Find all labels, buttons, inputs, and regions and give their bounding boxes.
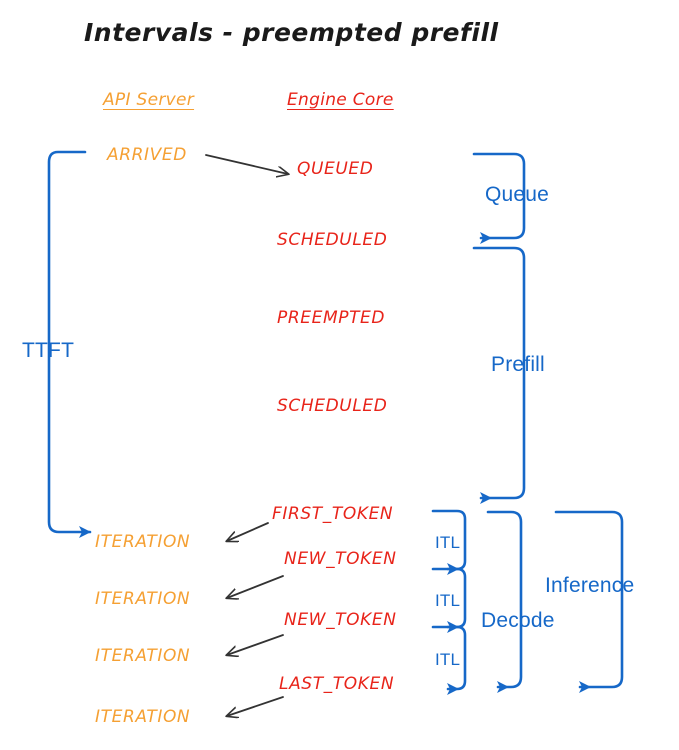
arrow-last-token-to-iteration	[227, 696, 284, 716]
column-header-api-server: API Server	[103, 90, 195, 110]
event-new-token-1: NEW_TOKEN	[284, 549, 397, 569]
interval-label-decode: Decode	[481, 609, 555, 632]
page-title: Intervals - preempted prefill	[84, 18, 499, 47]
interval-label-prefill: Prefill	[491, 353, 545, 376]
interval-label-itl-1: ITL	[435, 533, 461, 552]
interval-bracket-itl-3	[431, 625, 467, 695]
arrow-new-token-to-iteration-1	[227, 575, 284, 598]
arrow-new-token-to-iteration-2	[227, 634, 284, 655]
arrow-first-token-to-iteration	[227, 522, 269, 541]
event-last-token: LAST_TOKEN	[279, 674, 395, 694]
arrow-arrived-to-queued	[205, 154, 288, 174]
column-header-engine-core: Engine Core	[287, 90, 394, 110]
event-iteration-1: ITERATION	[95, 532, 191, 552]
event-arrived: ARRIVED	[107, 145, 187, 165]
event-new-token-2: NEW_TOKEN	[284, 610, 397, 630]
interval-bracket-queue	[472, 152, 526, 244]
interval-label-ttft: TTFT	[22, 339, 75, 362]
event-queued: QUEUED	[297, 159, 374, 179]
interval-label-inference: Inference	[545, 574, 635, 597]
event-scheduled-1: SCHEDULED	[277, 230, 388, 250]
event-iteration-3: ITERATION	[95, 646, 191, 666]
interval-label-queue: Queue	[485, 183, 550, 206]
interval-bracket-inference	[554, 510, 624, 693]
interval-bracket-decode	[486, 510, 523, 693]
interval-bracket-ttft	[47, 150, 92, 538]
event-iteration-2: ITERATION	[95, 589, 191, 609]
event-preempted: PREEMPTED	[277, 308, 386, 328]
event-iteration-4: ITERATION	[95, 707, 191, 727]
interval-label-itl-3: ITL	[435, 650, 461, 669]
interval-label-itl-2: ITL	[435, 591, 461, 610]
interval-bracket-prefill	[472, 246, 526, 504]
event-scheduled-2: SCHEDULED	[277, 396, 388, 416]
event-first-token: FIRST_TOKEN	[272, 504, 394, 524]
